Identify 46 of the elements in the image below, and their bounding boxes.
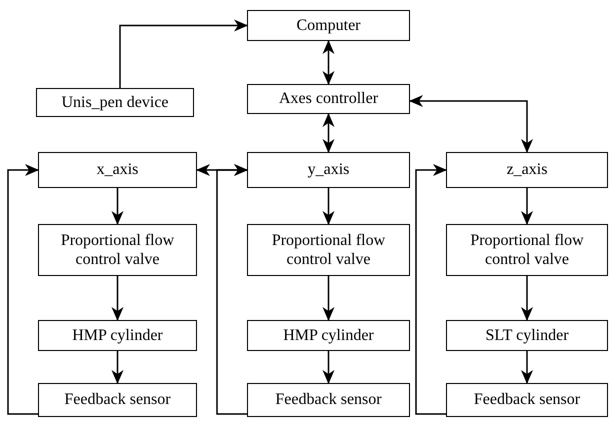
arrow bbox=[322, 276, 334, 321]
process-box bbox=[247, 152, 410, 188]
arrow bbox=[409, 95, 533, 153]
process-box bbox=[446, 320, 608, 351]
box-label: Computer bbox=[296, 16, 360, 36]
box-label: Feedback sensor bbox=[275, 390, 382, 410]
process-box bbox=[247, 224, 410, 276]
arrow bbox=[322, 40, 334, 85]
process-box bbox=[247, 10, 410, 41]
arrow bbox=[521, 276, 533, 321]
process-box bbox=[446, 152, 608, 188]
box-label: Proportional flow control valve bbox=[469, 230, 585, 270]
box-label: y_axis bbox=[308, 160, 350, 180]
box-label: Proportional flow control valve bbox=[270, 230, 386, 270]
process-box bbox=[38, 383, 197, 417]
process-box bbox=[38, 224, 197, 276]
arrow bbox=[119, 20, 248, 88]
arrow bbox=[112, 351, 124, 384]
process-box bbox=[38, 320, 197, 351]
arrow bbox=[7, 164, 39, 415]
process-box bbox=[446, 224, 608, 276]
box-label: Feedback sensor bbox=[474, 390, 580, 410]
box-label: HMP cylinder bbox=[72, 326, 163, 346]
arrow bbox=[415, 164, 447, 415]
arrow bbox=[216, 164, 248, 415]
process-box bbox=[38, 152, 197, 188]
arrow bbox=[521, 351, 533, 384]
box-label: Unis_pen device bbox=[61, 92, 169, 112]
box-label: Axes controller bbox=[278, 89, 378, 109]
arrow bbox=[112, 188, 124, 225]
process-box bbox=[446, 383, 608, 417]
box-label: HMP cylinder bbox=[283, 326, 374, 346]
process-box bbox=[247, 320, 410, 351]
process-box bbox=[36, 88, 194, 117]
box-label: SLT cylinder bbox=[485, 326, 569, 346]
box-label: z_axis bbox=[506, 160, 548, 180]
arrow bbox=[112, 276, 124, 321]
arrow bbox=[322, 188, 334, 225]
arrow bbox=[322, 113, 334, 153]
box-label: x_axis bbox=[96, 160, 138, 180]
arrow bbox=[521, 188, 533, 225]
process-box bbox=[247, 383, 410, 417]
arrow bbox=[322, 351, 334, 384]
process-box bbox=[247, 84, 410, 114]
box-label: Feedback sensor bbox=[64, 390, 171, 410]
box-label: Proportional flow control valve bbox=[60, 230, 176, 270]
